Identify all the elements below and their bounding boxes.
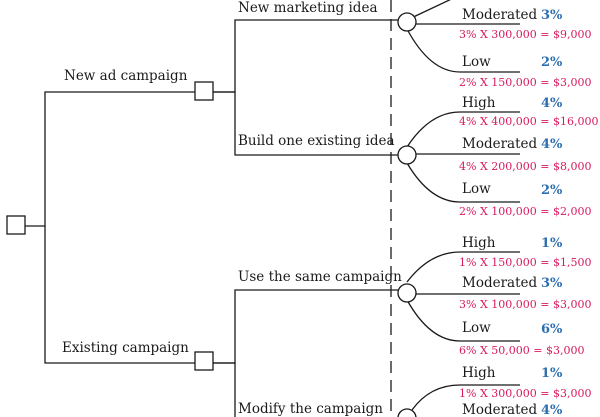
label-use-same-campaign: Use the same campaign <box>238 269 402 285</box>
label-new-ad-campaign: New ad campaign <box>64 68 188 84</box>
outcome-calc: 6% X 50,000 = $3,000 <box>459 344 584 357</box>
outcomes-build-existing-idea: High 4% 4% X 400,000 = $16,000 Moderated… <box>459 95 598 218</box>
outcome-branches <box>406 0 520 411</box>
outcome-calc: 1% X 150,000 = $1,500 <box>459 256 591 269</box>
outcome-percent: 3% <box>541 276 563 291</box>
label-existing-campaign: Existing campaign <box>62 340 189 356</box>
outcome-label: High <box>462 95 496 111</box>
outcome-percent: 1% <box>541 366 563 381</box>
sub-branches <box>213 19 398 417</box>
outcome-label: Moderated <box>462 7 537 23</box>
outcome-calc: 2% X 100,000 = $2,000 <box>459 205 591 218</box>
decision-node-existing <box>194 351 214 371</box>
label-modify-campaign: Modify the campaign <box>238 401 383 417</box>
label-new-marketing-idea: New marketing idea <box>238 0 378 16</box>
chance-node-build-existing <box>397 145 417 165</box>
outcomes-use-same-campaign: High 1% 1% X 150,000 = $1,500 Moderated … <box>459 235 591 357</box>
chance-node-same-campaign <box>397 283 417 303</box>
outcome-percent: 4% <box>541 96 563 111</box>
outcomes-modify-campaign: High 1% 1% X 300,000 = $3,000 Moderated … <box>459 365 591 417</box>
outcome-calc: 3% X 300,000 = $9,000 <box>459 28 591 41</box>
outcome-calc: 4% X 400,000 = $16,000 <box>459 115 598 128</box>
outcome-percent: 6% <box>541 322 563 337</box>
outcome-label: Moderated <box>462 136 537 152</box>
outcome-percent: 2% <box>541 55 563 70</box>
label-build-existing-idea: Build one existing idea <box>238 133 395 149</box>
outcome-percent: 3% <box>541 8 563 23</box>
outcome-percent: 2% <box>541 183 563 198</box>
outcome-label: Low <box>462 54 491 70</box>
outcome-label: Low <box>462 181 491 197</box>
chance-node-modify <box>397 408 417 417</box>
outcome-label: Moderated <box>462 275 537 291</box>
outcome-percent: 4% <box>541 137 563 152</box>
chance-node-new-marketing <box>397 12 417 32</box>
outcome-label: Low <box>462 320 491 336</box>
outcome-label: High <box>462 235 496 251</box>
outcome-label: Moderated <box>462 402 537 417</box>
outcome-calc: 2% X 150,000 = $3,000 <box>459 76 591 89</box>
outcomes-new-marketing-idea: Moderated 3% 3% X 300,000 = $9,000 Low 2… <box>459 7 591 89</box>
decision-node-new-ad <box>194 81 214 101</box>
root-branches <box>25 91 195 364</box>
outcome-calc: 1% X 300,000 = $3,000 <box>459 387 591 400</box>
outcome-label: High <box>462 365 496 381</box>
outcome-percent: 1% <box>541 236 563 251</box>
outcome-calc: 3% X 100,000 = $3,000 <box>459 298 591 311</box>
outcome-percent: 4% <box>541 403 563 417</box>
outcome-calc: 4% X 200,000 = $8,000 <box>459 160 591 173</box>
root-decision-node <box>6 215 26 235</box>
